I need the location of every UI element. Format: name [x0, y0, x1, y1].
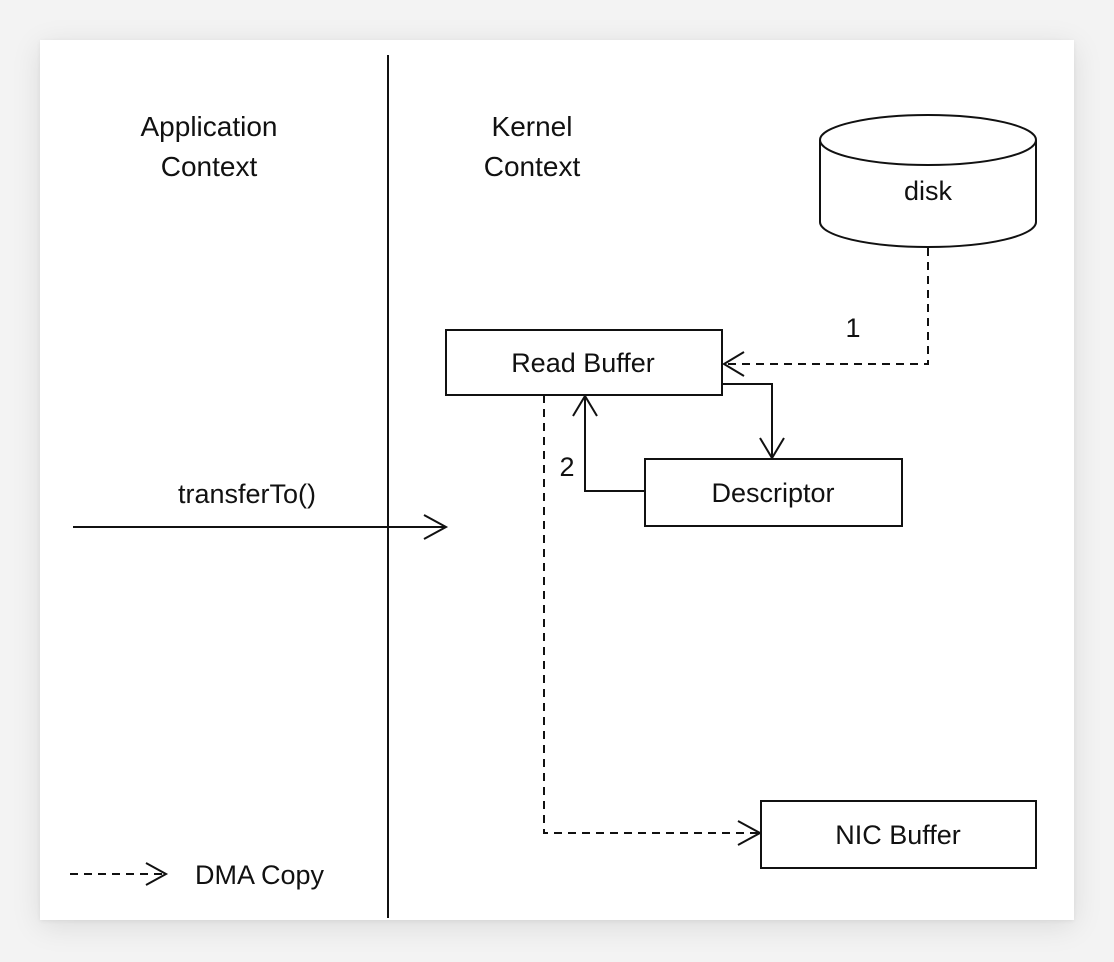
kernel-context-label-line2: Context	[484, 151, 581, 182]
legend-arrowhead	[145, 862, 169, 886]
transfer-to-call-arrowhead	[423, 514, 449, 540]
descriptor-label: Descriptor	[711, 478, 834, 508]
application-context-label-line2: Context	[161, 151, 258, 182]
step-1-label: 1	[845, 313, 860, 343]
application-context-label-line1: Application	[141, 111, 278, 142]
disk-label: disk	[904, 176, 953, 206]
nic-buffer-box	[760, 800, 1037, 869]
read-buffer-label: Read Buffer	[511, 348, 655, 378]
read-buffer-box	[445, 329, 723, 396]
disk-cylinder: disk	[819, 114, 1037, 248]
read-buffer-to-nic-buffer-dma-arrow	[543, 395, 758, 834]
kernel-context-label-line1: Kernel	[492, 111, 573, 142]
descriptor-to-read-buffer-arrowhead	[572, 394, 598, 417]
descriptor-box	[644, 458, 903, 527]
legend-dma-copy-label: DMA Copy	[195, 860, 325, 890]
descriptor-to-read-buffer-arrow	[584, 398, 645, 492]
step-2-label: 2	[559, 452, 574, 482]
read-buffer-to-descriptor-arrow	[722, 383, 773, 456]
disk-to-read-buffer-dma-arrow	[726, 248, 929, 365]
disk-cylinder-body	[819, 140, 1037, 248]
disk-to-read-buffer-arrowhead	[722, 351, 745, 377]
disk-cylinder-top	[819, 114, 1037, 166]
transfer-to-label: transferTo()	[178, 479, 316, 509]
nic-buffer-label: NIC Buffer	[835, 820, 961, 850]
